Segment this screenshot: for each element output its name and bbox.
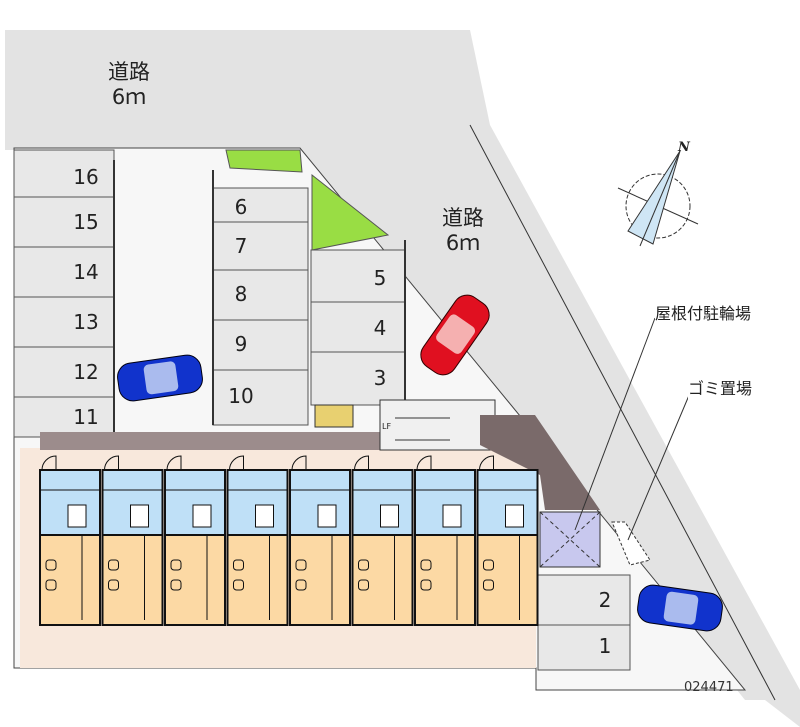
car-icon: [637, 584, 723, 632]
parking-space-8: 8: [234, 282, 248, 306]
parking-left-column: [13, 149, 115, 438]
brick-paving: [480, 415, 600, 510]
road-width: 6ｍ: [111, 85, 147, 109]
apartment-unit: [476, 455, 539, 626]
grass-area: [225, 149, 303, 173]
parking-space-7: 7: [234, 234, 248, 258]
apartment-unit: [39, 455, 101, 626]
apartment-units: [39, 455, 539, 626]
parking-space-10: 10: [228, 384, 254, 408]
apartment-unit: [164, 455, 226, 626]
road-label-right: 道路 6ｍ: [442, 206, 484, 256]
parking-space-5: 5: [373, 266, 387, 290]
apartment-unit: [226, 455, 289, 626]
parking-space-2: 2: [598, 588, 612, 612]
grass-area: [311, 173, 390, 251]
road-name: 道路: [108, 60, 150, 84]
garbage-area: [611, 521, 651, 566]
compass-icon: [617, 150, 699, 247]
stairs-label: LF: [382, 422, 392, 431]
road-width: 6ｍ: [445, 231, 481, 255]
parking-space-1: 1: [598, 634, 612, 658]
parking-space-14: 14: [73, 260, 99, 284]
leader-line: [627, 392, 691, 541]
road-label-top: 道路 6ｍ: [108, 60, 150, 110]
parking-space-4: 4: [373, 316, 387, 340]
parking-space-11: 11: [73, 405, 99, 429]
parking-right-column: [310, 249, 406, 406]
parking-bottom-right: [537, 574, 631, 671]
apartment-unit: [351, 455, 414, 626]
apartment-unit: [414, 455, 476, 626]
compass-north-label: N: [678, 140, 690, 155]
parking-middle-column: [212, 187, 309, 426]
apartment-unit: [289, 455, 351, 626]
parking-space-15: 15: [73, 210, 99, 234]
parking-space-12: 12: [73, 360, 99, 384]
parking-space-3: 3: [373, 366, 387, 390]
parking-space-16: 16: [73, 165, 99, 189]
parking-space-9: 9: [234, 332, 248, 356]
property-code: 024471: [684, 680, 734, 695]
road-name: 道路: [442, 206, 484, 230]
bicycle-parking: [539, 511, 601, 568]
parking-space-13: 13: [73, 310, 99, 334]
stairs: [379, 399, 496, 451]
car-icon: [117, 354, 203, 402]
meter-box: [314, 404, 354, 428]
road-edge: [469, 124, 776, 701]
parking-space-6: 6: [234, 195, 248, 219]
bicycle-parking-label: 屋根付駐輪場: [655, 300, 752, 324]
leader-line: [574, 317, 656, 531]
apartment-unit: [101, 455, 164, 626]
garbage-area-label: ゴミ置場: [688, 375, 753, 399]
road-diagonal: [300, 120, 775, 700]
car-icon: [420, 294, 490, 376]
